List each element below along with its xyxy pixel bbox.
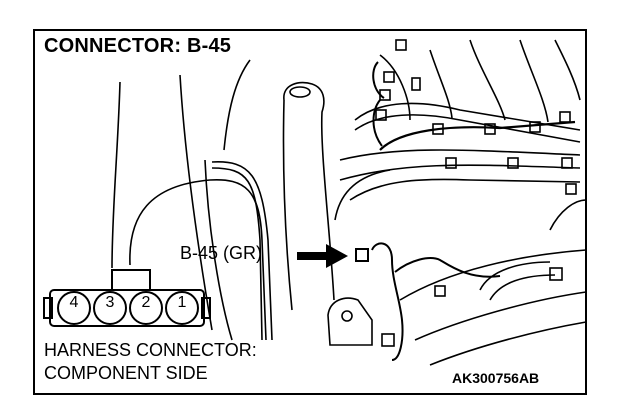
- pin-label: 4: [69, 294, 79, 311]
- diagram-border: [33, 29, 587, 395]
- callout-arrow: [297, 244, 348, 268]
- harness-caption-line1: HARNESS CONNECTOR:: [44, 340, 257, 360]
- pin-label: 3: [105, 294, 115, 311]
- pin-label: 1: [177, 294, 187, 311]
- engine-illustration: [111, 39, 587, 366]
- harness-connector-face: [43, 269, 211, 327]
- pin-label: 2: [141, 294, 151, 311]
- harness-caption-line2: COMPONENT SIDE: [44, 363, 208, 383]
- connector-title: CONNECTOR: B-45: [44, 35, 232, 57]
- connector-callout-label: B-45 (GR): [180, 243, 263, 263]
- figure-code: AK300756AB: [452, 370, 540, 386]
